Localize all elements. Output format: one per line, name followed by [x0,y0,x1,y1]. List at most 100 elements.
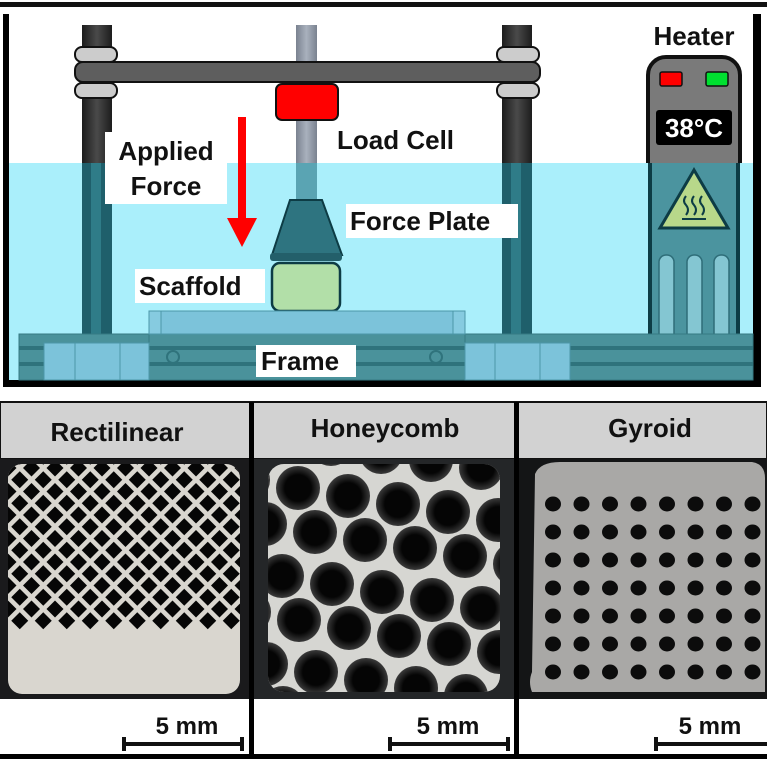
rectilinear-pore [140,553,158,571]
honeycomb-pore [477,630,500,674]
honeycomb-pore [393,526,437,570]
rectilinear-pore [70,600,87,618]
gyroid-pore [659,608,675,624]
rectilinear-pore [93,464,111,477]
header-rectilinear: Rectilinear [51,417,184,447]
rectilinear-pore [8,553,17,571]
rectilinear-pore [117,600,134,618]
rectilinear-pore [34,565,52,583]
gyroid-pore [545,636,561,652]
rectilinear-pore [11,471,29,489]
rectilinear-pore [222,588,240,606]
gyroid-pore [573,636,590,652]
gyroid-pore [573,524,590,540]
scale-bar-gyroid: 5 mm [654,713,767,751]
rectilinear-pore [128,471,146,489]
rectilinear-pore [58,612,76,630]
rectilinear-pore [164,530,181,547]
scaffold-sample [270,261,342,313]
rectilinear-pore [199,588,217,606]
rectilinear-pore [175,588,193,606]
rectilinear-pore [187,530,205,547]
rectilinear-pore [211,464,228,477]
rectilinear-pore [105,588,123,606]
rectilinear-pore [199,518,217,536]
rectilinear-pore [199,471,217,489]
rectilinear-pore [81,565,99,583]
rectilinear-pore [70,530,87,547]
honeycomb-pore [426,490,470,534]
rectilinear-pore [128,588,146,606]
honeycomb-pore [443,534,487,578]
label-load-cell: Load Cell [337,125,454,155]
label-heater: Heater [654,21,735,51]
rectilinear-pore [23,530,40,547]
heater-indicator-red [659,71,683,87]
rectilinear-pore [34,541,52,559]
rectilinear-pore [34,518,52,536]
rectilinear-pore [140,464,158,477]
crossbar [74,61,541,83]
rectilinear-pore [152,471,170,489]
honeycomb-pore [276,466,320,510]
rectilinear-pore [46,577,64,594]
rectilinear-pore [152,588,170,606]
rectilinear-pore [222,541,240,559]
rectilinear-pore [128,612,146,630]
header-honeycomb: Honeycomb [311,413,460,443]
scale-bar-honeycomb: 5 mm [388,713,510,751]
gyroid-pore [630,524,647,540]
rectilinear-pore [234,577,240,594]
rectilinear-pore [105,541,123,559]
rectilinear-pore [70,506,87,524]
gyroid-pore [659,580,675,596]
honeycomb-pore [409,464,453,482]
rectilinear-pore [11,588,29,606]
gyroid-pore [687,664,704,680]
rectilinear-pore [58,541,76,559]
rectilinear-pore [187,506,205,524]
honeycomb-pore [459,464,500,490]
honeycomb-pore [326,474,370,518]
rectilinear-pore [211,530,228,547]
rectilinear-pore [128,518,146,536]
gyroid-pore [716,524,732,540]
rectilinear-pore [187,553,205,571]
rectilinear-pore [175,494,193,512]
rectilinear-pore [81,494,99,512]
rectilinear-pore [93,530,111,547]
rectilinear-pore [152,612,170,630]
honeycomb-pore [268,502,287,546]
gyroid-pore [687,580,704,596]
gyroid-pore [744,524,761,540]
honeycomb-pore [327,606,371,650]
gyroid-pore [744,664,761,680]
gyroid-pore [630,580,647,596]
rectilinear-pore [11,612,29,630]
heater-temperature: 38°C [665,113,723,143]
honeycomb-pore [360,570,404,614]
gyroid-pore [716,580,732,596]
honeycomb-pore [427,622,471,666]
gyroid-pore [573,608,590,624]
honeycomb-pore [344,658,388,692]
rectilinear-pore [211,553,228,571]
gyroid-pore [573,664,590,680]
gyroid-pore [659,524,675,540]
rectilinear-pore [117,506,134,524]
rectilinear-pore [93,553,111,571]
rectilinear-pore [140,506,158,524]
rectilinear-pore [234,553,240,571]
photo-rectilinear [8,464,240,694]
rectilinear-pore [152,518,170,536]
rectilinear-pore [11,494,29,512]
gyroid-pore [687,552,704,568]
gyroid-pore [630,496,647,512]
label-frame: Frame [261,346,339,376]
gyroid-pore [602,664,618,680]
rectilinear-pore [175,518,193,536]
rectilinear-pore [187,600,205,618]
rectilinear-pore [105,518,123,536]
rectilinear-pore [222,471,240,489]
scale-bar-label-gyroid: 5 mm [679,713,742,740]
